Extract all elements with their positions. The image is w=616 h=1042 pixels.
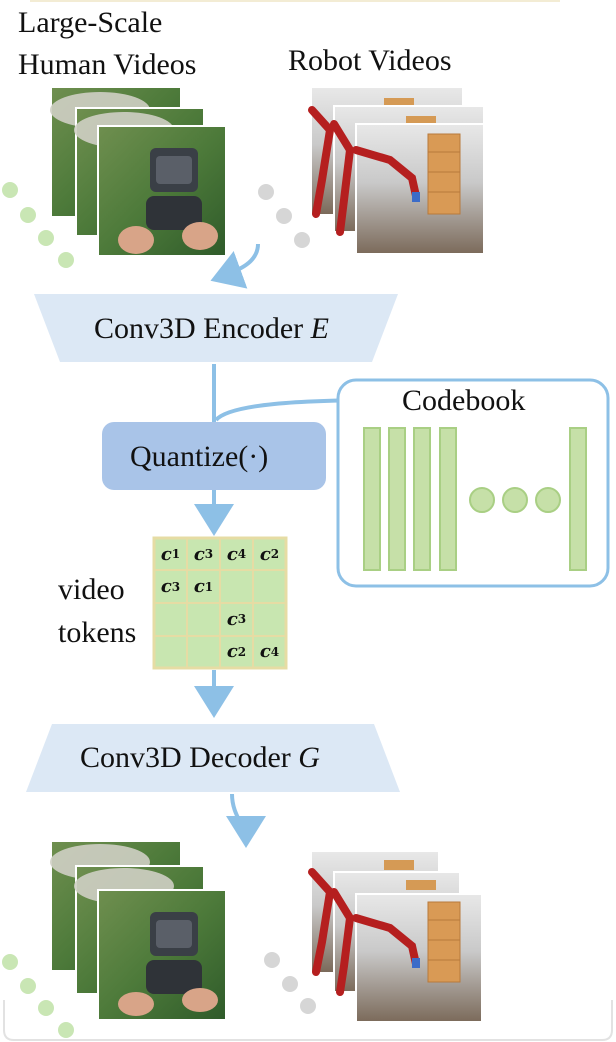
video-tokens-label-line1: video [58,573,125,606]
codebook-vectors [363,427,587,571]
ellipsis-dots-green-top [2,182,74,268]
robot-videos-label: Robot Videos [288,44,452,77]
encoder-label: Conv3D Encoder E [94,312,329,345]
human-videos-label-line2: Human Videos [18,48,197,81]
quantize-label: Quantize(·) [130,440,269,473]
human-video-frame-stack-top [50,88,227,257]
arrow-videos-to-encoder [210,243,260,289]
decoder-shape [26,724,400,792]
arrow-decoder-to-outputs [225,793,266,848]
decoder-label: Conv3D Decoder G [80,741,320,774]
quantize-shape [102,422,326,490]
video-tokens-label-line2: tokens [58,616,137,649]
human-videos-label-line1: Large-Scale [18,6,163,39]
encoder-shape [34,294,398,362]
human-video-frame-stack-bottom [50,842,227,1021]
codebook-label: Codebook [402,384,526,417]
ellipsis-dots-grey-bottom [264,952,316,1014]
robot-video-frame-stack-bottom [308,852,483,1023]
token-grid [152,536,288,670]
robot-video-frame-stack-top [308,88,485,255]
ellipsis-dots-grey-top [258,184,310,248]
ellipsis-dots-green-bottom [2,954,74,1038]
